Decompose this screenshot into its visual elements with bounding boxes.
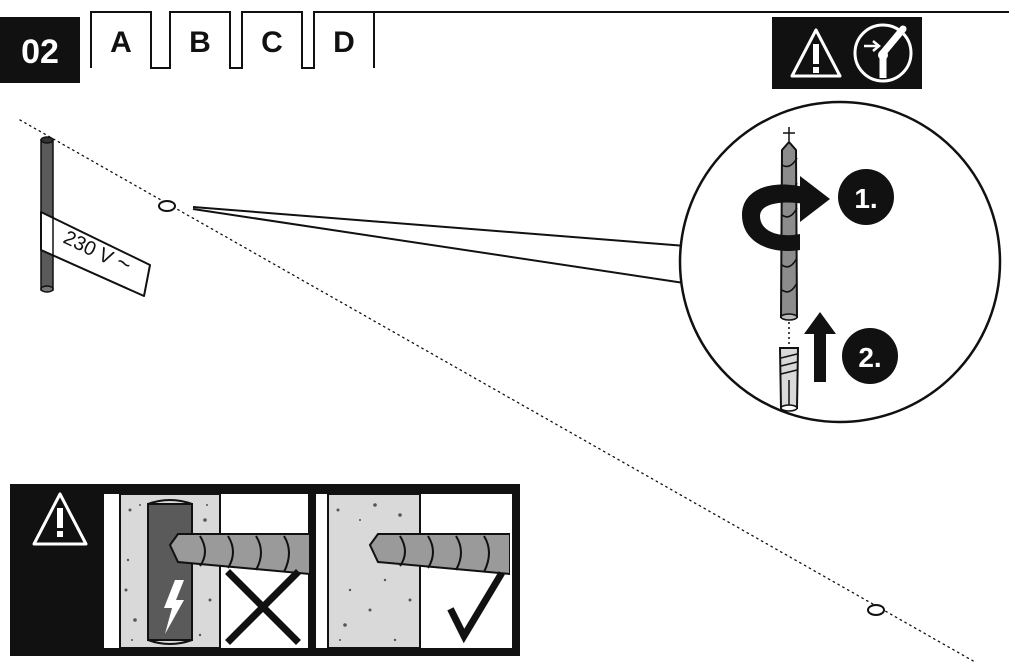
cross-icon	[225, 569, 301, 645]
rotate-arrow-icon	[742, 176, 830, 252]
up-arrow-icon	[804, 312, 836, 382]
wall-plug	[778, 347, 800, 412]
step-number-badge: 02	[0, 17, 80, 83]
safety-icons	[772, 17, 922, 89]
power-switch-off-icon	[853, 23, 913, 83]
tab-bar	[90, 11, 375, 69]
step-badge-2: 2.	[842, 328, 898, 384]
tab-a[interactable]: A	[110, 26, 132, 59]
tab-c[interactable]: C	[261, 26, 283, 59]
warning-triangle-icon	[32, 492, 88, 546]
warning-triangle-icon	[790, 28, 842, 78]
tab-b[interactable]: B	[189, 26, 211, 59]
check-icon	[447, 571, 505, 644]
drill-mark-bottom	[867, 604, 885, 616]
drill-bit	[779, 140, 799, 321]
guide-line	[19, 119, 976, 663]
tab-outline	[90, 11, 375, 69]
step-label-1: 1.	[854, 183, 877, 214]
tab-d[interactable]: D	[333, 26, 355, 59]
callout-lines	[192, 206, 687, 284]
drill-bit-wrong	[168, 533, 310, 576]
drill-mark-top	[158, 200, 176, 212]
step-badge-1: 1.	[838, 169, 894, 225]
warning-panel	[10, 484, 520, 656]
crosshair-mark	[783, 127, 795, 141]
step-label-2: 2.	[858, 342, 881, 373]
scene-wrong	[104, 493, 310, 649]
step-number: 02	[21, 33, 59, 71]
detail-zoom-circle: 1. 2.	[678, 100, 1002, 424]
lightning-icon	[164, 580, 184, 634]
voltage-label-tag: 230 V ~	[40, 211, 151, 297]
drill-bit-correct	[368, 533, 510, 576]
wall-texture-right	[336, 503, 413, 642]
header: 02 A B C D	[0, 11, 1009, 89]
scene-correct	[316, 493, 512, 649]
